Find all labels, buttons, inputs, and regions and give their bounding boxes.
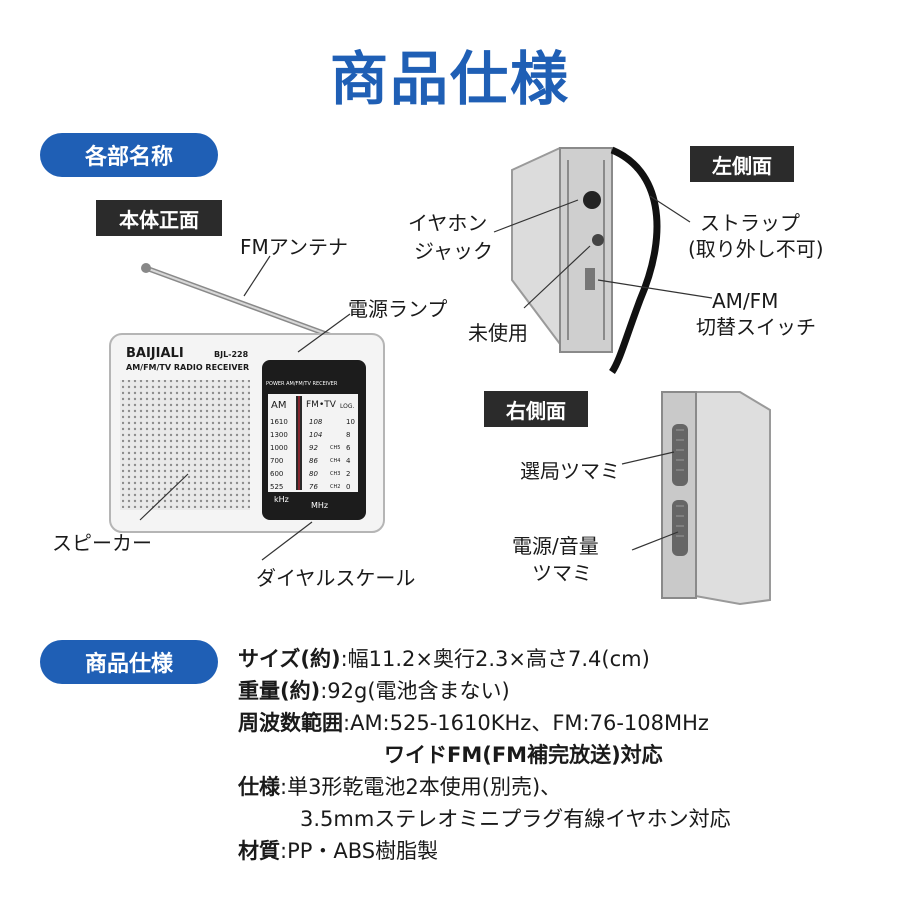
radio-subtitle: AM/FM/TV RADIO RECEIVER xyxy=(126,363,250,372)
label-volume-knob-2: ツマミ xyxy=(532,561,592,585)
spec-size: サイズ(約):幅11.2×奥行2.3×高さ7.4(cm) xyxy=(238,647,650,671)
label-am-fm-switch-1: AM/FM xyxy=(712,289,779,313)
label-strap-1: ストラップ xyxy=(700,211,800,235)
fm-scale-label: FM•TV xyxy=(306,400,336,410)
label-speaker: スピーカー xyxy=(52,531,152,555)
section-specs-badge: 商品仕様 xyxy=(40,640,218,684)
spec-earphone: 3.5mmステレオミニプラグ有線イヤホン対応 xyxy=(300,807,731,831)
am-scale-label: AM xyxy=(271,400,287,411)
speaker-grille xyxy=(122,380,250,508)
label-fm-antenna: FMアンテナ xyxy=(240,235,348,259)
spec-frequency: 周波数範囲:AM:525-1610KHz、FM:76-108MHz xyxy=(238,711,709,735)
spec-power: 仕様:単3形乾電池2本使用(別売)、 xyxy=(238,775,562,799)
spec-weight: 重量(約):92g(電池含まない) xyxy=(238,679,510,703)
spec-material: 材質:PP・ABS樹脂製 xyxy=(238,839,439,863)
front-view-tag: 本体正面 xyxy=(96,200,222,236)
radio-illustrations xyxy=(109,263,385,533)
log-scale-label: LOG. xyxy=(340,403,355,410)
side-view-illustrations xyxy=(139,146,771,606)
mhz-label: MHz xyxy=(311,501,329,510)
khz-label: kHz xyxy=(274,495,289,504)
section-parts-badge: 各部名称 xyxy=(40,133,218,177)
label-volume-knob-1: 電源/音量 xyxy=(512,534,599,558)
label-am-fm-switch-2: 切替スイッチ xyxy=(696,315,816,339)
fm-antenna-rod xyxy=(141,263,349,345)
label-earphone-jack-1: イヤホン xyxy=(408,211,488,235)
label-earphone-jack-2: ジャック xyxy=(414,239,493,263)
left-side-tag: 左側面 xyxy=(690,146,794,182)
right-side-device xyxy=(661,391,771,606)
radio-front-body xyxy=(109,333,385,533)
brand-logo-text: BAIJIALI xyxy=(126,346,184,361)
right-side-tag: 右側面 xyxy=(484,391,588,427)
model-number: BJL-228 xyxy=(214,350,249,359)
leader-lines xyxy=(139,195,713,561)
label-dial-scale: ダイヤルスケール xyxy=(256,566,416,590)
panel-header: POWER AM/FM/TV RECEIVER xyxy=(266,381,338,387)
left-side-device xyxy=(511,146,661,374)
label-power-lamp: 電源ランプ xyxy=(348,297,448,321)
label-unused: 未使用 xyxy=(468,321,528,345)
page-title: 商品仕様 xyxy=(329,45,570,113)
label-strap-2: (取り外し不可) xyxy=(688,237,824,261)
spec-wide-fm: ワイドFM(FM補完放送)対応 xyxy=(384,743,663,767)
label-tuning-knob: 選局ツマミ xyxy=(520,459,620,483)
